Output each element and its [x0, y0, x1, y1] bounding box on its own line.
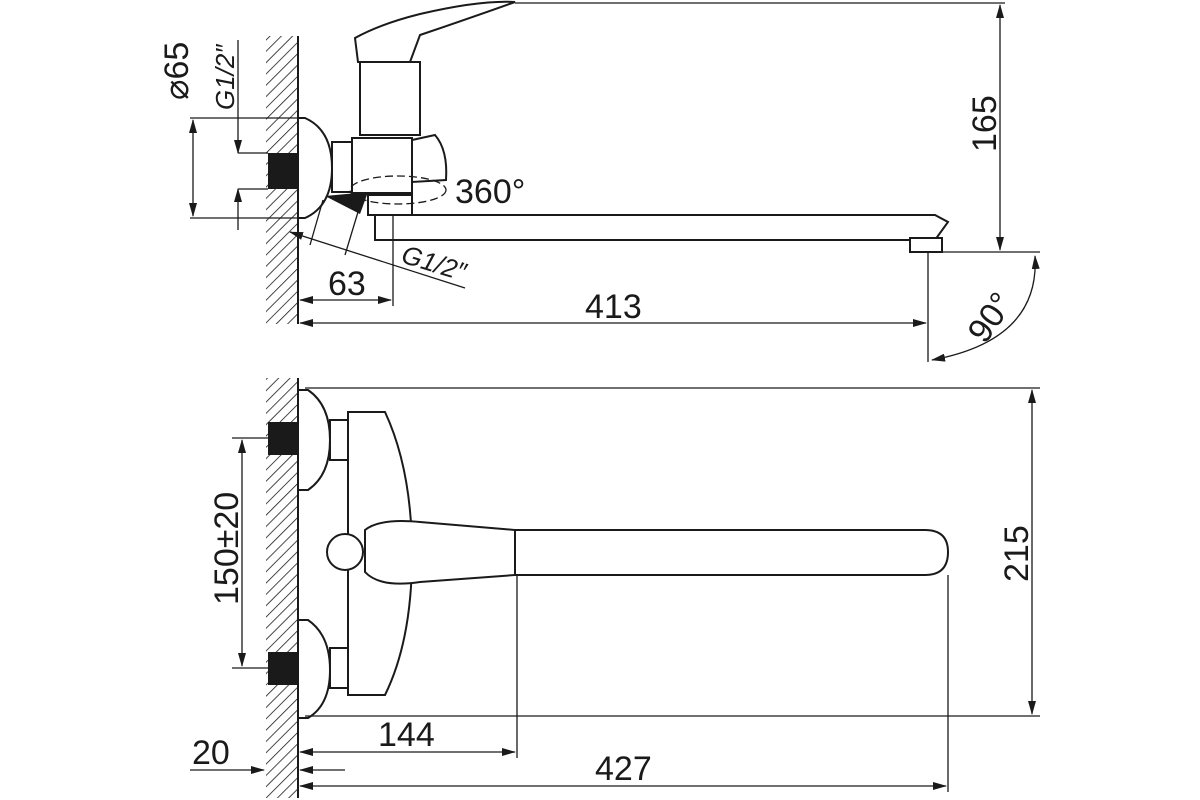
- center-distance-label: 150±20: [208, 492, 246, 605]
- diverter-knob: [411, 133, 448, 184]
- aerator: [909, 237, 943, 253]
- total-length-label: 427: [595, 750, 652, 788]
- lever-handle: [353, 0, 516, 63]
- wall-label: 20: [192, 734, 230, 772]
- lever-pivot: [326, 533, 364, 571]
- spout: [374, 214, 950, 241]
- diameter-label: ⌀65: [158, 42, 196, 100]
- lever-offset-label: 144: [378, 716, 435, 754]
- spout-top: [514, 529, 950, 576]
- swivel-label: 360°: [455, 173, 525, 211]
- side-view: ⌀65 G1/2″ 165 360° G1/2″ 63 413 90°: [158, 0, 1040, 362]
- swivel-arc: [349, 175, 447, 205]
- width-label: 215: [998, 525, 1036, 582]
- outlet-thread-label: G1/2″: [398, 239, 470, 287]
- body-column: [359, 61, 421, 136]
- eccentric-nut: [331, 141, 353, 193]
- height-label: 165: [966, 95, 1004, 152]
- body-hex: [351, 137, 413, 194]
- inlet-pipe: [268, 153, 298, 189]
- spout-angle-label: 90°: [960, 286, 1021, 350]
- top-view: 215 150±20 144 427 20: [190, 378, 1040, 798]
- spout-reach-label: 413: [585, 288, 642, 326]
- inlet-thread-label: G1/2″: [210, 44, 240, 110]
- lever: [364, 520, 516, 585]
- offset-label: 63: [328, 265, 366, 303]
- lower-flange: [297, 619, 332, 719]
- upper-flange: [297, 389, 332, 491]
- spout-swivel: [367, 194, 413, 216]
- wall-flange: [297, 117, 334, 219]
